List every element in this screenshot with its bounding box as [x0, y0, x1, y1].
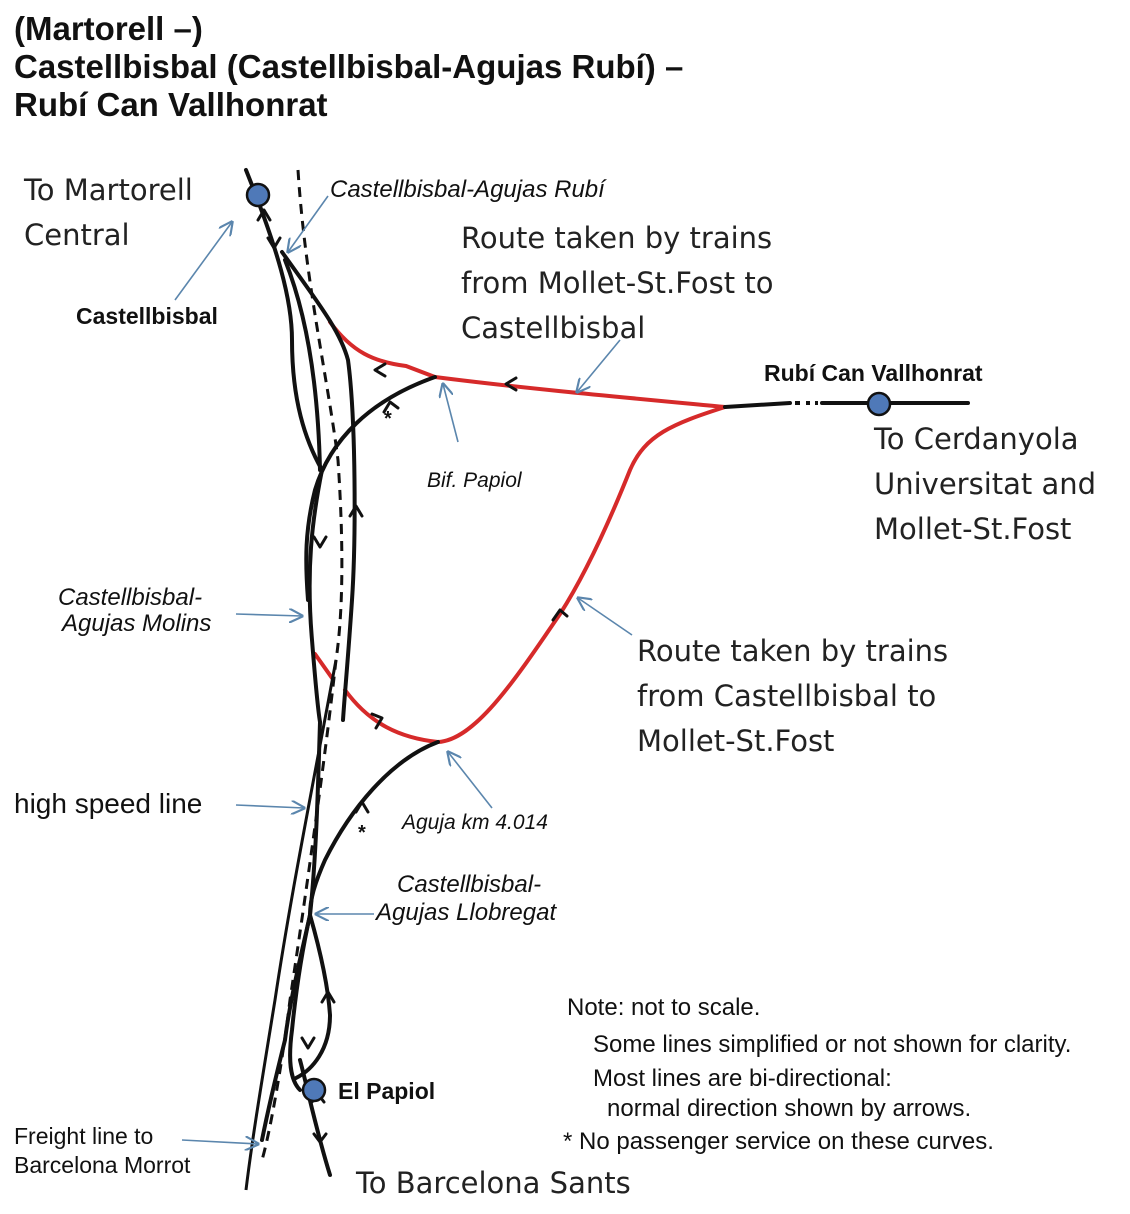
note-bidirectional: Most lines are bi-directional: — [593, 1065, 892, 1092]
pointer-agujas-molins — [235, 614, 302, 616]
track-bif-papiol-curve — [304, 375, 437, 602]
label-castellbisbal: Castellbisbal — [76, 303, 218, 329]
pointer-martorell — [174, 222, 232, 301]
track-main-east — [280, 250, 357, 722]
title-line-3: Rubí Can Vallhonrat — [14, 86, 328, 123]
pointer-route-bottom — [578, 598, 633, 636]
arrow-west-down — [312, 535, 328, 549]
label-agujas-llobregat-1: Castellbisbal- — [397, 871, 542, 898]
note-simplified: Some lines simplified or not shown for c… — [593, 1031, 1072, 1058]
label-agujas-molins-2: Agujas Molins — [62, 610, 212, 637]
station-el-papiol — [301, 1077, 327, 1103]
note-direction-arrows: normal direction shown by arrows. — [607, 1095, 972, 1122]
label-el-papiol: El Papiol — [338, 1078, 436, 1104]
pointer-bif-papiol — [443, 384, 459, 443]
label-freight-1: Freight line to — [14, 1123, 154, 1149]
label-cerdanyola-1: To Cerdanyola — [874, 422, 1079, 456]
label-freight-2: Barcelona Morrot — [14, 1152, 191, 1178]
label-high-speed-line: high speed line — [14, 788, 203, 819]
note-not-to-scale: Note: not to scale. — [567, 994, 761, 1021]
label-aguja-km: Aguja km 4.014 — [402, 811, 548, 834]
label-agujas-rubi: Castellbisbal-Agujas Rubí — [330, 176, 605, 203]
route-mollet-to-castellbisbal — [328, 320, 727, 409]
label-route-bottom-2: from Castellbisbal to — [637, 679, 937, 713]
freight-line — [244, 659, 338, 1191]
pointer-agujas-rubi — [288, 195, 329, 252]
arrow-bif-papiol — [382, 400, 400, 414]
label-route-bottom-1: Route taken by trains — [637, 634, 949, 668]
label-route-top-3: Castellbisbal — [461, 311, 646, 345]
label-agujas-llobregat-2: Agujas Llobregat — [376, 899, 557, 926]
arrow-red-top-left — [373, 362, 387, 378]
label-to-barcelona-sants: To Barcelona Sants — [356, 1166, 631, 1200]
arrow-martorell-up — [256, 208, 272, 222]
label-cerdanyola-2: Universitat and — [874, 467, 1097, 501]
label-route-top-1: Route taken by trains — [461, 221, 773, 255]
star-bif-papiol: * — [384, 408, 392, 430]
route-red-molins — [313, 652, 334, 680]
arrow-sants-down — [312, 1132, 328, 1144]
arrow-papiol-down — [300, 1036, 316, 1050]
label-cerdanyola-3: Mollet-St.Fost — [874, 512, 1072, 546]
pointer-freight — [181, 1140, 258, 1144]
pointer-aguja-km — [448, 752, 493, 809]
label-rubi-can-vallhonrat: Rubí Can Vallhonrat — [764, 360, 983, 386]
arrow-red-bottom — [370, 712, 384, 730]
station-rubi-can-vallhonrat — [866, 391, 892, 417]
arrow-castellbisbal-down — [266, 236, 282, 250]
arrow-red-top-mid — [504, 376, 518, 392]
title-line-2: Castellbisbal (Castellbisbal-Agujas Rubí… — [14, 48, 684, 85]
track-to-sants — [298, 1058, 332, 1177]
route-curve-to-mollet — [343, 405, 727, 745]
track-llobregat-east — [294, 913, 333, 1080]
track-to-rubi — [723, 401, 792, 409]
star-aguja: * — [358, 822, 366, 844]
label-agujas-molins-1: Castellbisbal- — [58, 584, 203, 611]
label-bif-papiol: Bif. Papiol — [427, 469, 522, 492]
arrow-aguja — [354, 800, 370, 814]
pointer-route-top — [577, 339, 621, 392]
label-to-martorell-2: Central — [24, 218, 130, 252]
label-route-top-2: from Mollet-St.Fost to — [461, 266, 774, 300]
title-line-1: (Martorell –) — [14, 10, 203, 47]
track-llobregat-west — [288, 913, 312, 1092]
track-aguja-curve — [308, 740, 440, 917]
arrow-red-curve-up — [551, 608, 569, 622]
label-to-martorell-1: To Martorell — [24, 173, 193, 207]
label-route-bottom-3: Mollet-St.Fost — [637, 724, 835, 758]
pointer-high-speed — [235, 805, 304, 808]
arrow-east-up — [348, 504, 364, 518]
note-no-passenger-service: * No passenger service on these curves. — [563, 1128, 994, 1155]
track-parallel-inner — [283, 258, 322, 472]
arrow-llobregat-up — [320, 990, 336, 1004]
station-martorell — [245, 182, 271, 208]
high-speed-line — [260, 169, 344, 1161]
